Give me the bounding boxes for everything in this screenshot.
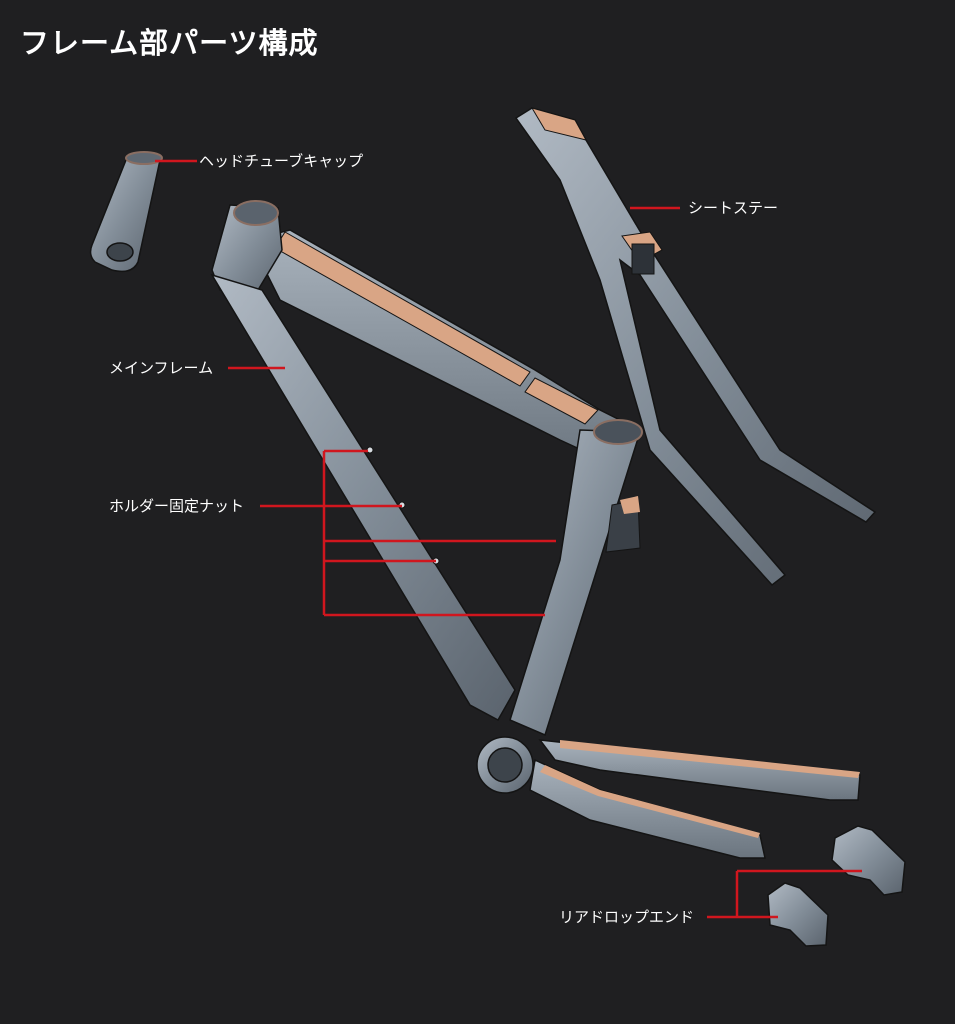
main-frame-part xyxy=(210,200,861,859)
label-main-frame: メインフレーム xyxy=(109,359,214,377)
label-rear-drop-end: リアドロップエンド xyxy=(559,908,695,926)
label-head-tube-cap: ヘッドチューブキャップ xyxy=(199,152,364,170)
leader-rear-drop-end xyxy=(707,869,862,919)
label-seat-stay: シートステー xyxy=(688,199,779,217)
head-tube-cap-part xyxy=(89,151,163,273)
leader-holder-nut xyxy=(260,449,556,617)
leader-lines xyxy=(155,159,862,919)
seat-stay-part xyxy=(514,107,877,587)
label-holder-nut: ホルダー固定ナット xyxy=(109,497,245,515)
rear-drop-end-part xyxy=(767,825,906,947)
page-title: フレーム部パーツ構成 xyxy=(20,26,319,60)
